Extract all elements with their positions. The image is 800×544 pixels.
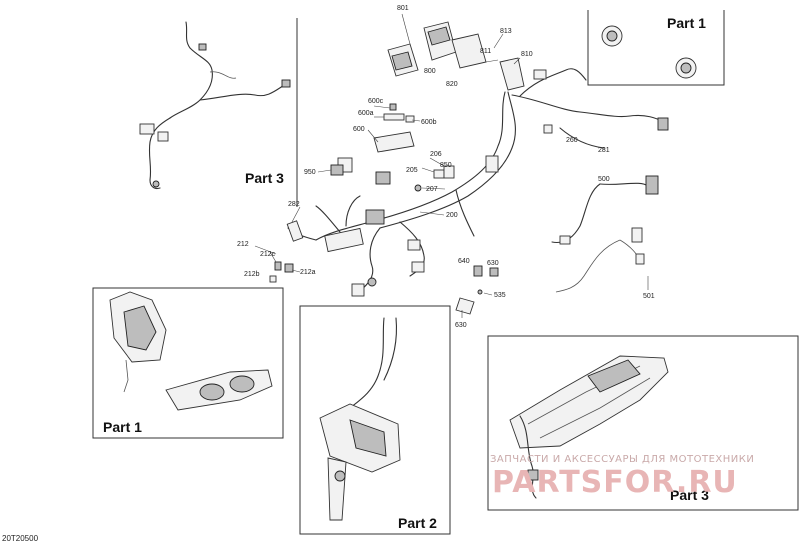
callout-810: 810: [521, 51, 533, 58]
callout-206: 206: [430, 151, 442, 158]
callout-600a: 600a: [358, 110, 374, 117]
main-wiring-harness: [287, 68, 669, 297]
actuator-motor-part2: [319, 317, 401, 521]
harness-part3-detail: [139, 21, 291, 190]
watermark-tagline: ЗАПЧАСТИ И АКСЕССУАРЫ ДЛЯ МОТОТЕХНИКИ: [490, 454, 754, 465]
part-label-part3-left: Part 3: [245, 170, 284, 186]
callout-811: 811: [480, 48, 491, 55]
accessory-harness-500: [551, 175, 659, 293]
callout-801: 801: [397, 5, 409, 12]
frame-part2: [299, 305, 451, 535]
callout-205: 205: [406, 167, 418, 174]
part-label-part3-bottom: Part 3: [670, 487, 709, 503]
callout-labels: 801 813 811 810 800 820 600c 600a 600b 6…: [237, 5, 655, 329]
part-label-part2: Part 2: [398, 515, 437, 531]
callout-212c: 212c: [260, 251, 276, 258]
sensor-components-center: [317, 157, 455, 216]
callout-813: 813: [500, 28, 512, 35]
part-label-part1-top: Part 1: [667, 15, 706, 31]
diagram-code: 20T20500: [2, 534, 39, 543]
callout-501: 501: [643, 293, 655, 300]
callout-600b: 600b: [421, 119, 437, 126]
frame-part1-bottom: [92, 287, 284, 439]
callout-800: 800: [424, 68, 436, 75]
callout-281: 281: [598, 147, 610, 154]
callout-207: 207: [426, 186, 438, 193]
callout-600: 600: [353, 126, 365, 133]
vehicle-frame-part3: [509, 355, 669, 499]
part-labels: Part 1 Part 3 Part 1 Part 2 Part 3: [103, 15, 709, 531]
callout-200: 200: [446, 212, 458, 219]
callout-260: 260: [566, 137, 578, 144]
callout-535: 535: [494, 292, 506, 299]
watermark: ЗАПЧАСТИ И АКСЕССУАРЫ ДЛЯ МОТОТЕХНИКИ PA…: [490, 454, 754, 500]
callout-950: 950: [304, 169, 316, 176]
part-label-part1-bottom: Part 1: [103, 419, 142, 435]
headlamp-bulbs-top: [601, 25, 697, 79]
callout-500: 500: [598, 176, 610, 183]
callout-820: 820: [446, 81, 458, 88]
callout-212b: 212b: [244, 271, 260, 278]
callout-850: 850: [440, 162, 452, 169]
callout-212a: 212a: [300, 269, 316, 276]
watermark-logo-text: PARTSFOR.RU: [492, 465, 738, 500]
callout-630-top: 630: [487, 260, 499, 267]
callout-282: 282: [288, 201, 300, 208]
ecu-module-group: [387, 13, 525, 91]
headlamp-assembly: [109, 291, 273, 411]
speed-sensors: [455, 265, 499, 318]
fuse-relay-components: [254, 206, 304, 283]
connector-block-600: [367, 103, 421, 153]
frame-part1-top: [587, 10, 725, 86]
callout-212: 212: [237, 241, 249, 248]
callout-640: 640: [458, 258, 470, 265]
frame-part3-bottom: [487, 335, 799, 511]
callout-600c: 600c: [368, 98, 384, 105]
callout-630-bottom: 630: [455, 322, 467, 329]
